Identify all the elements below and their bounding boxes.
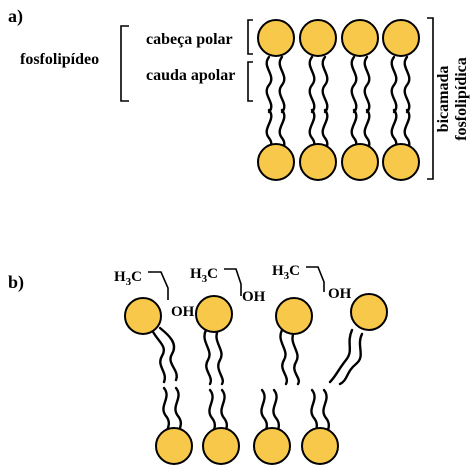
ethanol-subscript: 3 xyxy=(202,273,208,285)
bilayer-label-line1: bicamada xyxy=(435,66,452,133)
ethanol-bond xyxy=(148,271,169,300)
polar-head xyxy=(341,19,379,57)
polar-head xyxy=(299,19,337,57)
top-leaflet-heads xyxy=(257,19,420,57)
polar-head xyxy=(275,297,313,335)
ethanol-c: C xyxy=(289,263,300,279)
ethanol-molecule: H3C OH xyxy=(190,266,266,305)
ethanol-formula: H3C xyxy=(190,266,218,285)
ethanol-c: C xyxy=(207,266,218,282)
ethanol-subscript: 3 xyxy=(126,276,132,288)
panel-b-label: b) xyxy=(8,272,24,293)
panel-a-label: a) xyxy=(8,6,23,27)
panel-b-top-heads xyxy=(124,293,388,335)
polar-head-label: cabeça polar xyxy=(146,31,233,48)
panel-b: b) H3C OH H3C OH H3C OH xyxy=(8,263,388,465)
polar-head xyxy=(299,143,337,181)
bilayer-label-line2: fosfolipídica xyxy=(453,57,470,141)
ethanol-subscript: 3 xyxy=(284,270,290,282)
ethanol-c: C xyxy=(131,269,142,285)
ethanol-h: H xyxy=(272,263,284,279)
bilayer-bracket xyxy=(427,17,434,180)
polar-head xyxy=(382,143,420,181)
bottom-leaflet-heads xyxy=(257,143,420,181)
polar-head xyxy=(341,143,379,181)
ethanol-bond xyxy=(224,268,242,296)
polar-head xyxy=(301,427,339,465)
polar-head xyxy=(350,293,388,331)
disordered-top-tails xyxy=(150,326,364,386)
polar-head xyxy=(257,19,295,57)
polar-head xyxy=(253,427,291,465)
ethanol-oh: OH xyxy=(171,304,195,320)
ethanol-oh: OH xyxy=(242,289,266,305)
ethanol-formula: H3C xyxy=(272,263,300,282)
phospholipid-label: fosfolipídeo xyxy=(20,51,99,68)
phospholipid-bracket xyxy=(120,25,129,102)
polar-head xyxy=(202,427,240,465)
top-leaflet-tails xyxy=(265,55,411,114)
polar-head xyxy=(257,143,295,181)
polar-head xyxy=(195,295,233,333)
ethanol-molecule: H3C OH xyxy=(114,269,195,320)
ethanol-formula: H3C xyxy=(114,269,142,288)
ethanol-oh: OH xyxy=(328,286,352,302)
apolar-tail-label: cauda apolar xyxy=(146,67,235,84)
ethanol-h: H xyxy=(190,266,202,282)
polar-head xyxy=(382,19,420,57)
head-bracket xyxy=(247,19,253,55)
ethanol-molecule: H3C OH xyxy=(272,263,352,302)
panel-a: a) fosfolipídeo cabeça polar cauda apola… xyxy=(8,6,470,181)
polar-head xyxy=(155,427,193,465)
polar-head xyxy=(124,297,162,335)
tail-bracket xyxy=(247,61,253,102)
bottom-leaflet-tails xyxy=(265,108,411,164)
panel-b-bottom-heads xyxy=(155,427,339,465)
ethanol-h: H xyxy=(114,269,126,285)
ethanol-bond xyxy=(306,266,325,292)
